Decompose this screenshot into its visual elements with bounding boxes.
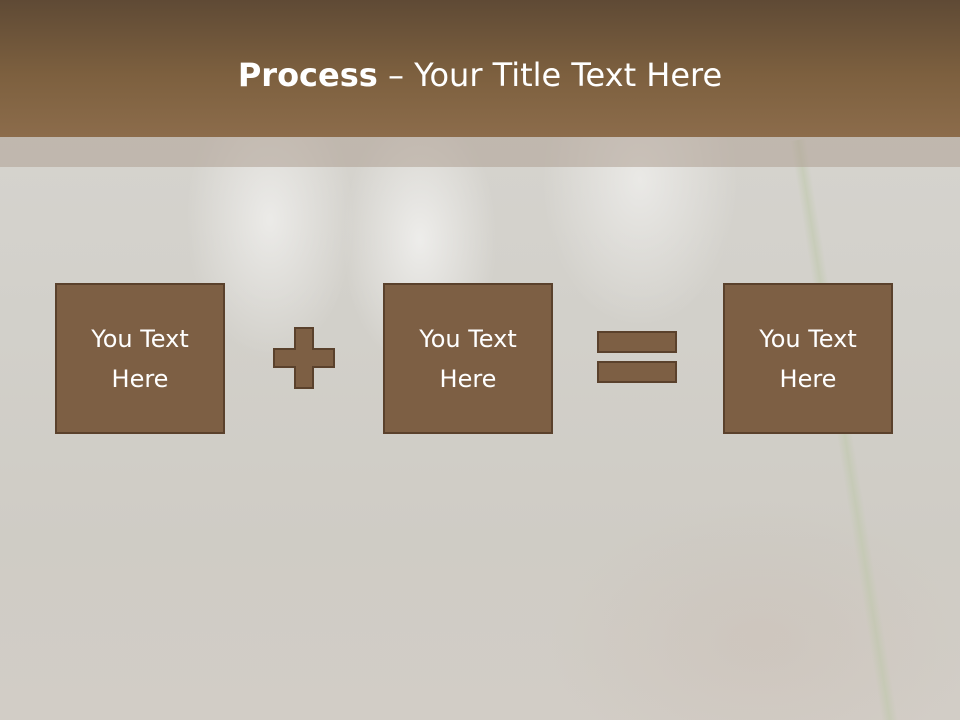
process-box-2-text: You Text Here — [419, 324, 517, 393]
title-accent-band — [0, 137, 960, 167]
process-box-2[interactable]: You Text Here — [383, 283, 553, 434]
title-rest: Your Title Text Here — [414, 56, 723, 94]
process-box-3-text: You Text Here — [759, 324, 857, 393]
process-box-3[interactable]: You Text Here — [723, 283, 893, 434]
title-bar — [0, 0, 960, 137]
slide-title[interactable]: Process – Your Title Text Here — [0, 52, 960, 98]
equals-icon — [597, 331, 677, 383]
plus-icon — [273, 327, 335, 389]
process-box-1-text: You Text Here — [91, 324, 189, 393]
title-separator: – — [377, 56, 415, 94]
process-box-1[interactable]: You Text Here — [55, 283, 225, 434]
title-bold: Process — [237, 56, 378, 94]
